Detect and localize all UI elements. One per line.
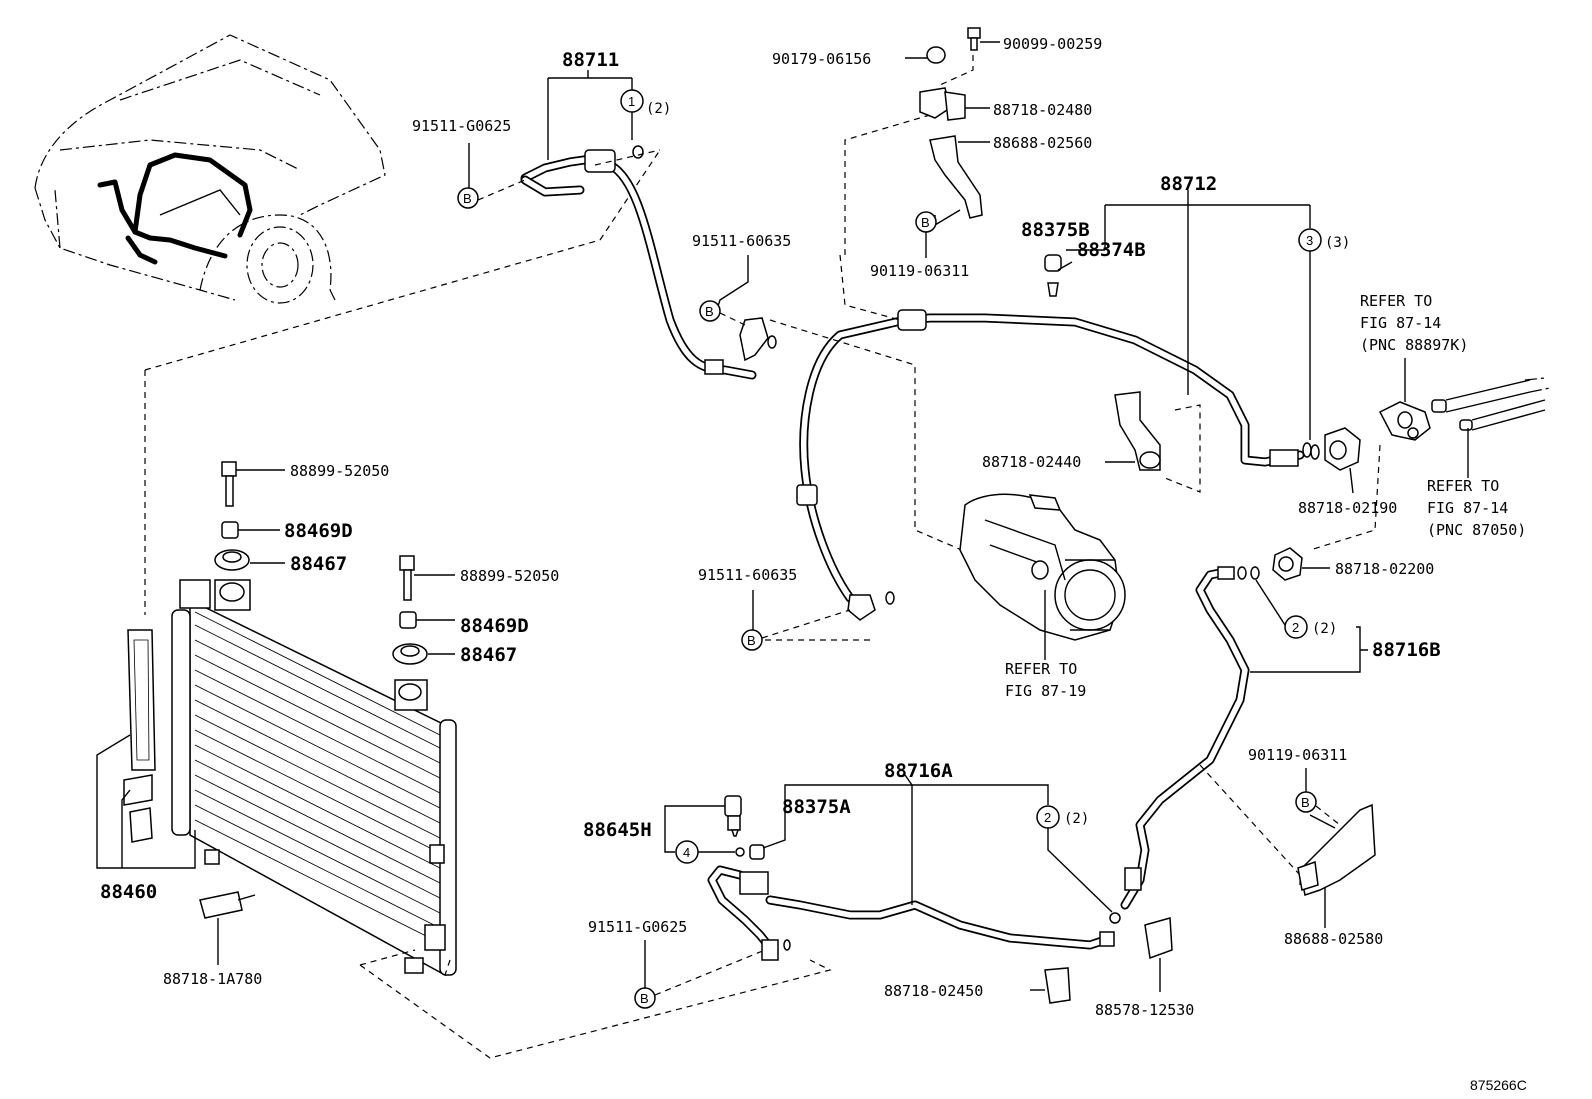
label-88718-02480: 88718-02480: [993, 101, 1092, 119]
label-88718-02190: 88718-02190: [1298, 499, 1397, 517]
label-91511-g0625-top: 91511-G0625: [412, 117, 511, 135]
b-mark-lower-bracket-text: B: [1301, 795, 1310, 810]
ref-fig-87-14-b: FIG 87-14: [1427, 499, 1508, 517]
label-88688-02560: 88688-02560: [993, 134, 1092, 152]
b-mark-lower-bracket: [1295, 791, 1317, 813]
label-88711: 88711: [562, 49, 619, 71]
label-88375b: 88375B: [1021, 219, 1090, 241]
b-mark-lower-hose: [741, 629, 763, 651]
label-88899-52050-b: 88899-52050: [460, 567, 559, 585]
label-88716b: 88716B: [1372, 639, 1441, 661]
label-88716a: 88716A: [884, 760, 953, 782]
condenser-mount-left: [214, 461, 285, 571]
cap-88375B: [1044, 254, 1062, 297]
callout-1-qty: (2): [646, 101, 671, 117]
clamp-88718-02480: [905, 27, 1000, 121]
callout-2-upper-qty: (2): [1312, 621, 1337, 637]
b-mark-bottom-text: B: [640, 991, 649, 1006]
b-mark-bracket-text: B: [921, 215, 930, 230]
label-88578-12530: 88578-12530: [1095, 1001, 1194, 1019]
ref-fig-87-14-a: FIG 87-14: [1360, 314, 1441, 332]
label-91511-60635-b: 91511-60635: [698, 566, 797, 584]
label-91511-60635-a: 91511-60635: [692, 232, 791, 250]
callout-3-qty: (3): [1325, 235, 1350, 251]
ref-refer-to-c: REFER TO: [1005, 660, 1077, 678]
label-90179-06156: 90179-06156: [772, 50, 871, 68]
condenser: [171, 579, 457, 977]
car-illustration: [34, 34, 386, 304]
pipe-88716B: [1120, 566, 1260, 910]
bracket-88688-02580: [1297, 803, 1376, 928]
b-mark-lower-hose-text: B: [747, 633, 756, 648]
hose-88711: [520, 145, 777, 380]
label-88712: 88712: [1160, 173, 1217, 195]
b-mark-upper-hose: [699, 300, 721, 322]
label-88718-02450: 88718-02450: [884, 982, 983, 1000]
b-mark-upper-hose-text: B: [705, 304, 714, 319]
b-mark-bottom: [634, 987, 656, 1009]
label-88469d-b: 88469D: [460, 615, 529, 637]
label-88718-02200: 88718-02200: [1335, 560, 1434, 578]
b-mark-top: [457, 187, 479, 209]
label-88645h: 88645H: [583, 819, 652, 841]
fitting-88897k: [1378, 358, 1546, 478]
callout-1-number: 1: [628, 94, 635, 109]
condenser-fins: [194, 611, 441, 944]
callout-4-number: 4: [683, 845, 690, 860]
fitting-88718-02190: [1310, 427, 1361, 494]
pipe-88716A: [707, 865, 1121, 961]
pressure-switch: [664, 784, 1049, 860]
diagram-id: 875266C: [1470, 1077, 1527, 1093]
label-90119-06311-b: 90119-06311: [1248, 746, 1347, 764]
label-90099-00259: 90099-00259: [1003, 35, 1102, 53]
bracket-88688-02560: [929, 135, 990, 227]
label-88718-1a780: 88718-1A780: [163, 970, 262, 988]
callout-3-number: 3: [1306, 233, 1313, 248]
label-88899-52050-a: 88899-52050: [290, 462, 389, 480]
label-88469d-a: 88469D: [284, 520, 353, 542]
label-88688-02580: 88688-02580: [1284, 930, 1383, 948]
compressor: [959, 493, 1126, 660]
label-91511-g0625-bottom: 91511-G0625: [588, 918, 687, 936]
label-88467-b: 88467: [460, 644, 517, 666]
label-88374b: 88374B: [1077, 239, 1146, 261]
ref-pnc-87050: (PNC 87050): [1427, 521, 1526, 539]
callout-2-lower-qty: (2): [1064, 811, 1089, 827]
bracket-1a780: [199, 891, 256, 965]
callout-2-lower-number: 2: [1044, 810, 1051, 825]
label-88718-02440: 88718-02440: [982, 453, 1081, 471]
callout-2-upper-number: 2: [1292, 620, 1299, 635]
fitting-88718-02200: [1272, 547, 1330, 581]
condenser-mount-right: [392, 555, 455, 665]
ref-refer-to-a: REFER TO: [1360, 292, 1432, 310]
callout-2-upper-circle: [1284, 615, 1308, 639]
ref-pnc-88897k: (PNC 88897K): [1360, 336, 1468, 354]
ref-refer-to-b: REFER TO: [1427, 477, 1499, 495]
label-90119-06311-a: 90119-06311: [870, 262, 969, 280]
label-88375a: 88375A: [782, 796, 851, 818]
b-mark-top-text: B: [463, 191, 472, 206]
bracket-88718-02440: [1105, 391, 1201, 493]
label-88460: 88460: [100, 881, 157, 903]
hose-88712: [796, 309, 1312, 621]
receiver-drier: [96, 629, 196, 869]
cap-88578-12530: [1144, 917, 1173, 992]
ref-fig-87-19: FIG 87-19: [1005, 682, 1086, 700]
label-88467-a: 88467: [290, 553, 347, 575]
clamp-88718-02450: [1030, 967, 1071, 1004]
